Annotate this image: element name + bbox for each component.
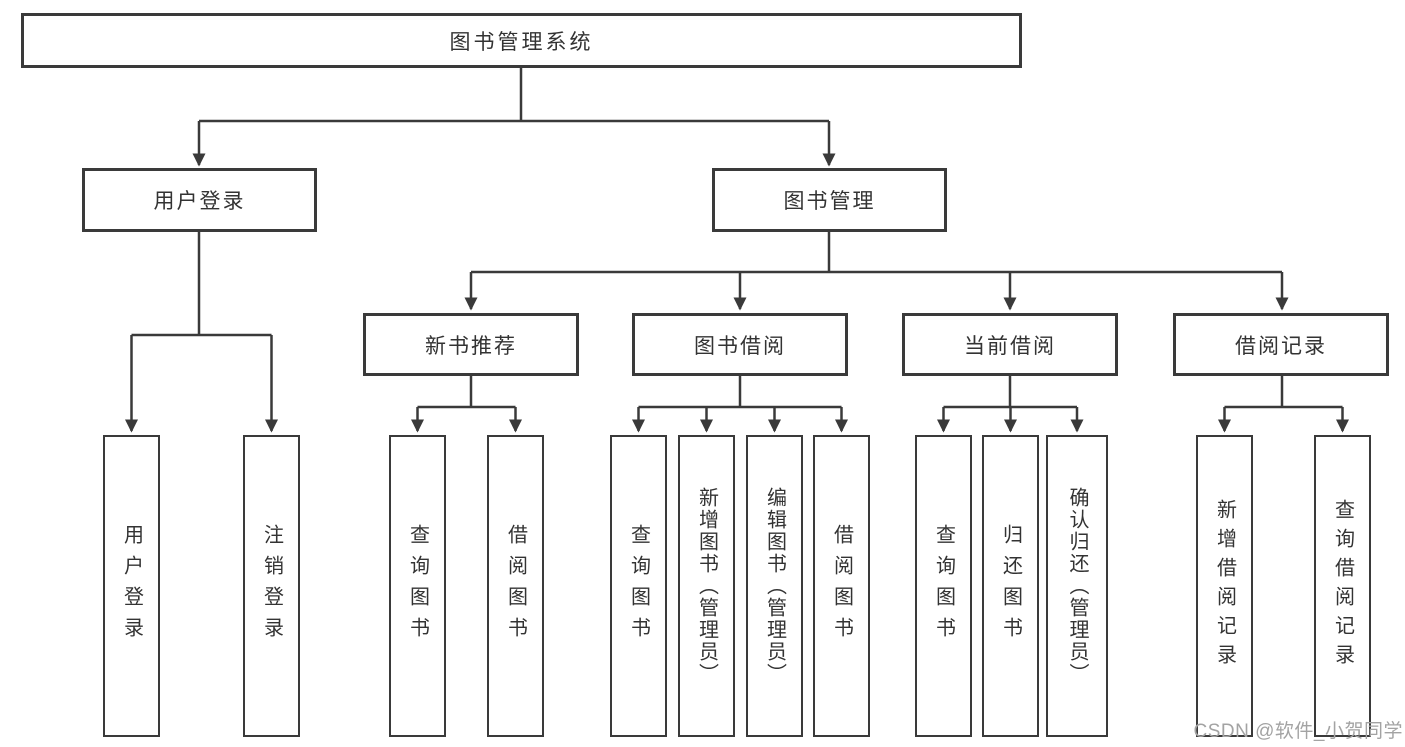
watermark: CSDN @软件_小贺同学: [1193, 721, 1403, 742]
node-borrow-records: 借阅记录: [1173, 313, 1389, 376]
node-label: 用户登录: [120, 524, 143, 648]
node-label: 查询图书: [932, 524, 955, 648]
leaf-confirm-return-admin: 确认归还（管理员）: [1046, 435, 1108, 737]
node-label: 注销登录: [260, 524, 283, 648]
leaf-edit-book-admin: 编辑图书（管理员）: [746, 435, 803, 737]
node-label: 借阅图书: [830, 524, 853, 648]
connector-book-mgmt-to-level3: [464, 232, 1289, 311]
leaf-borrow-books: 借阅图书: [813, 435, 870, 737]
node-library-system: 图书管理系统: [21, 13, 1022, 68]
connector-root-to-level2: [192, 68, 836, 167]
node-label: 图书管理系统: [449, 30, 594, 54]
node-label: 确认归还（管理员）: [1066, 487, 1088, 685]
node-label: 图书管理: [783, 190, 876, 213]
node-label: 编辑图书（管理员）: [763, 487, 786, 685]
connector-book-borrow-to-leaves: [632, 376, 848, 433]
leaf-query-books-recommend: 查询图书: [389, 435, 446, 737]
node-label: 新增图书（管理员）: [695, 487, 718, 685]
leaf-logout: 注销登录: [243, 435, 300, 737]
node-label: 新增借阅记录: [1213, 499, 1236, 673]
node-label: 借阅图书: [504, 524, 527, 648]
node-label: 图书借阅: [694, 334, 786, 358]
node-label: 查询借阅记录: [1331, 499, 1354, 673]
leaf-add-borrow-record: 新增借阅记录: [1196, 435, 1253, 737]
node-book-borrowing: 图书借阅: [632, 313, 848, 376]
node-label: 查询图书: [627, 524, 650, 648]
node-user-login: 用户登录: [82, 168, 317, 232]
node-label: 借阅记录: [1235, 334, 1327, 358]
leaf-user-login: 用户登录: [103, 435, 160, 737]
connector-borrow-record-to-leaves: [1218, 376, 1349, 433]
leaf-query-books-borrowing: 查询图书: [610, 435, 667, 737]
node-book-management: 图书管理: [712, 168, 947, 232]
connector-current-borrow-to-leaves: [937, 376, 1084, 433]
connector-user-login-to-leaves: [125, 232, 278, 433]
node-label: 用户登录: [153, 190, 246, 213]
node-current-borrowing: 当前借阅: [902, 313, 1118, 376]
node-label: 当前借阅: [964, 334, 1056, 358]
node-label: 新书推荐: [425, 334, 517, 358]
leaf-query-borrow-record: 查询借阅记录: [1314, 435, 1371, 737]
node-label: 查询图书: [406, 524, 429, 648]
leaf-return-book: 归还图书: [982, 435, 1039, 737]
connector-new-book-to-leaves: [411, 376, 522, 433]
leaf-query-books-current: 查询图书: [915, 435, 972, 737]
leaf-add-book-admin: 新增图书（管理员）: [678, 435, 735, 737]
node-new-book-recommend: 新书推荐: [363, 313, 579, 376]
node-label: 归还图书: [999, 524, 1022, 648]
leaf-borrow-books-recommend: 借阅图书: [487, 435, 544, 737]
